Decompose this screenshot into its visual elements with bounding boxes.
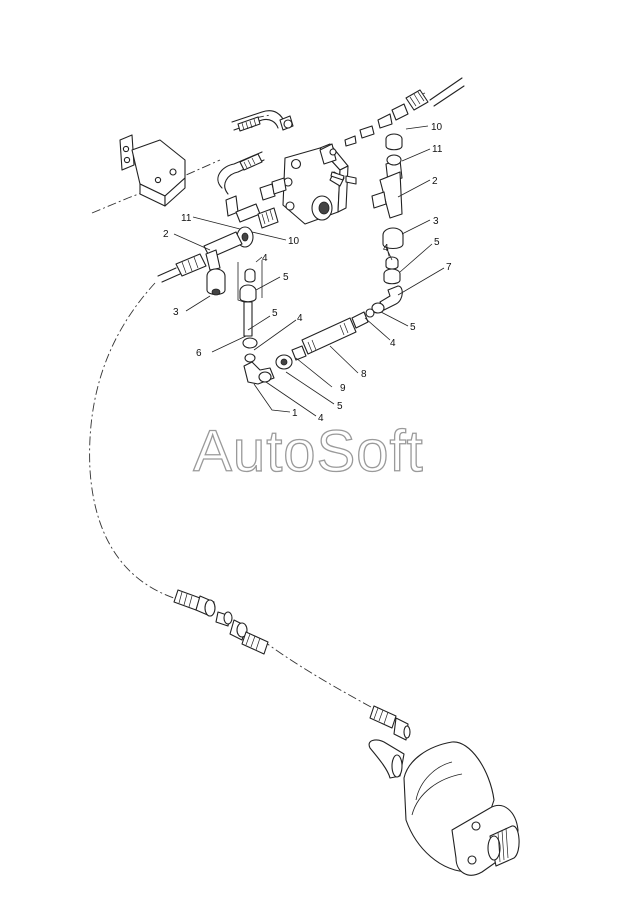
callout-4-right: 4 bbox=[383, 243, 389, 254]
callout-4-lower: 4 bbox=[318, 413, 324, 424]
callout-numbers: 10 11 2 3 4 5 7 5 4 11 2 10 4 5 3 5 6 4 … bbox=[163, 122, 452, 424]
callout-11-upper: 11 bbox=[432, 144, 443, 155]
callout-5-tube: 5 bbox=[272, 308, 278, 319]
callout-5-left-upper: 5 bbox=[283, 272, 289, 283]
left-tee-fitting bbox=[157, 226, 254, 296]
callout-4-left-upper: 4 bbox=[262, 253, 268, 264]
callout-5-right: 5 bbox=[434, 237, 440, 248]
callout-11-left: 11 bbox=[181, 213, 192, 224]
callout-10-upper: 10 bbox=[431, 122, 443, 133]
vertical-tube bbox=[237, 260, 263, 363]
callout-2-right: 2 bbox=[432, 176, 438, 187]
valve-return-hose bbox=[217, 151, 287, 229]
callout-5-lower: 5 bbox=[337, 401, 343, 412]
callout-4-tube: 4 bbox=[297, 313, 303, 324]
control-valve bbox=[282, 143, 349, 225]
callout-5-right-lower: 5 bbox=[410, 322, 416, 333]
inline-filter bbox=[275, 311, 369, 370]
callout-4-right-lower: 4 bbox=[390, 338, 396, 349]
pump-supply-hose bbox=[173, 589, 411, 741]
callout-2-left: 2 bbox=[163, 229, 169, 240]
callout-1: 1 bbox=[292, 408, 298, 419]
leader-lines bbox=[173, 125, 445, 417]
callout-3-left: 3 bbox=[173, 307, 179, 318]
lower-elbow bbox=[243, 361, 275, 385]
callout-10-left: 10 bbox=[288, 236, 300, 247]
callout-8: 8 bbox=[361, 369, 367, 380]
hydraulic-pump bbox=[368, 739, 520, 876]
right-tee-fitting bbox=[365, 133, 404, 318]
bleed-screw bbox=[330, 171, 357, 185]
callout-7: 7 bbox=[446, 262, 452, 273]
upper-right-hose bbox=[344, 77, 465, 147]
upper-hose bbox=[231, 110, 294, 132]
callout-6: 6 bbox=[196, 348, 202, 359]
callout-3-right: 3 bbox=[433, 216, 439, 227]
mounting-bracket bbox=[119, 134, 186, 207]
callout-9: 9 bbox=[340, 383, 346, 394]
